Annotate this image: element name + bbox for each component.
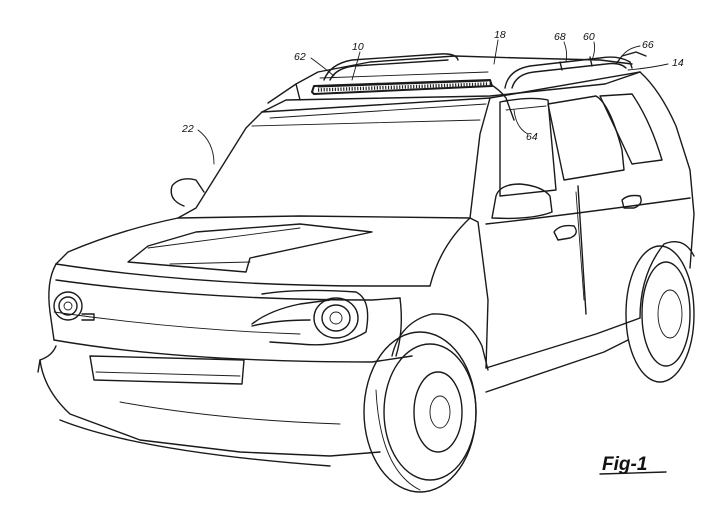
front-bumper [38, 346, 380, 466]
rear-door-window [548, 94, 662, 180]
windshield [178, 98, 490, 218]
label-62: 62 [294, 51, 306, 63]
label-10: 10 [352, 41, 364, 53]
label-64: 64 [526, 131, 538, 143]
front-door-window [500, 98, 556, 196]
mirror-right [492, 184, 552, 218]
label-60: 60 [583, 31, 595, 43]
front-wheel [364, 314, 488, 492]
light-bar [312, 80, 514, 120]
rear-wheel [626, 242, 694, 382]
figure-caption: Fig-1 [600, 454, 666, 475]
fig-caption-text: Fig-1 [602, 454, 647, 475]
label-66: 66 [642, 39, 654, 51]
label-68: 68 [554, 31, 566, 43]
label-14: 14 [672, 57, 684, 69]
hood [56, 218, 470, 286]
body-side [470, 72, 694, 392]
headlamp-left [54, 292, 94, 320]
label-18: 18 [494, 29, 506, 41]
doors [554, 186, 641, 314]
roof [262, 56, 640, 112]
label-22: 22 [181, 123, 194, 135]
